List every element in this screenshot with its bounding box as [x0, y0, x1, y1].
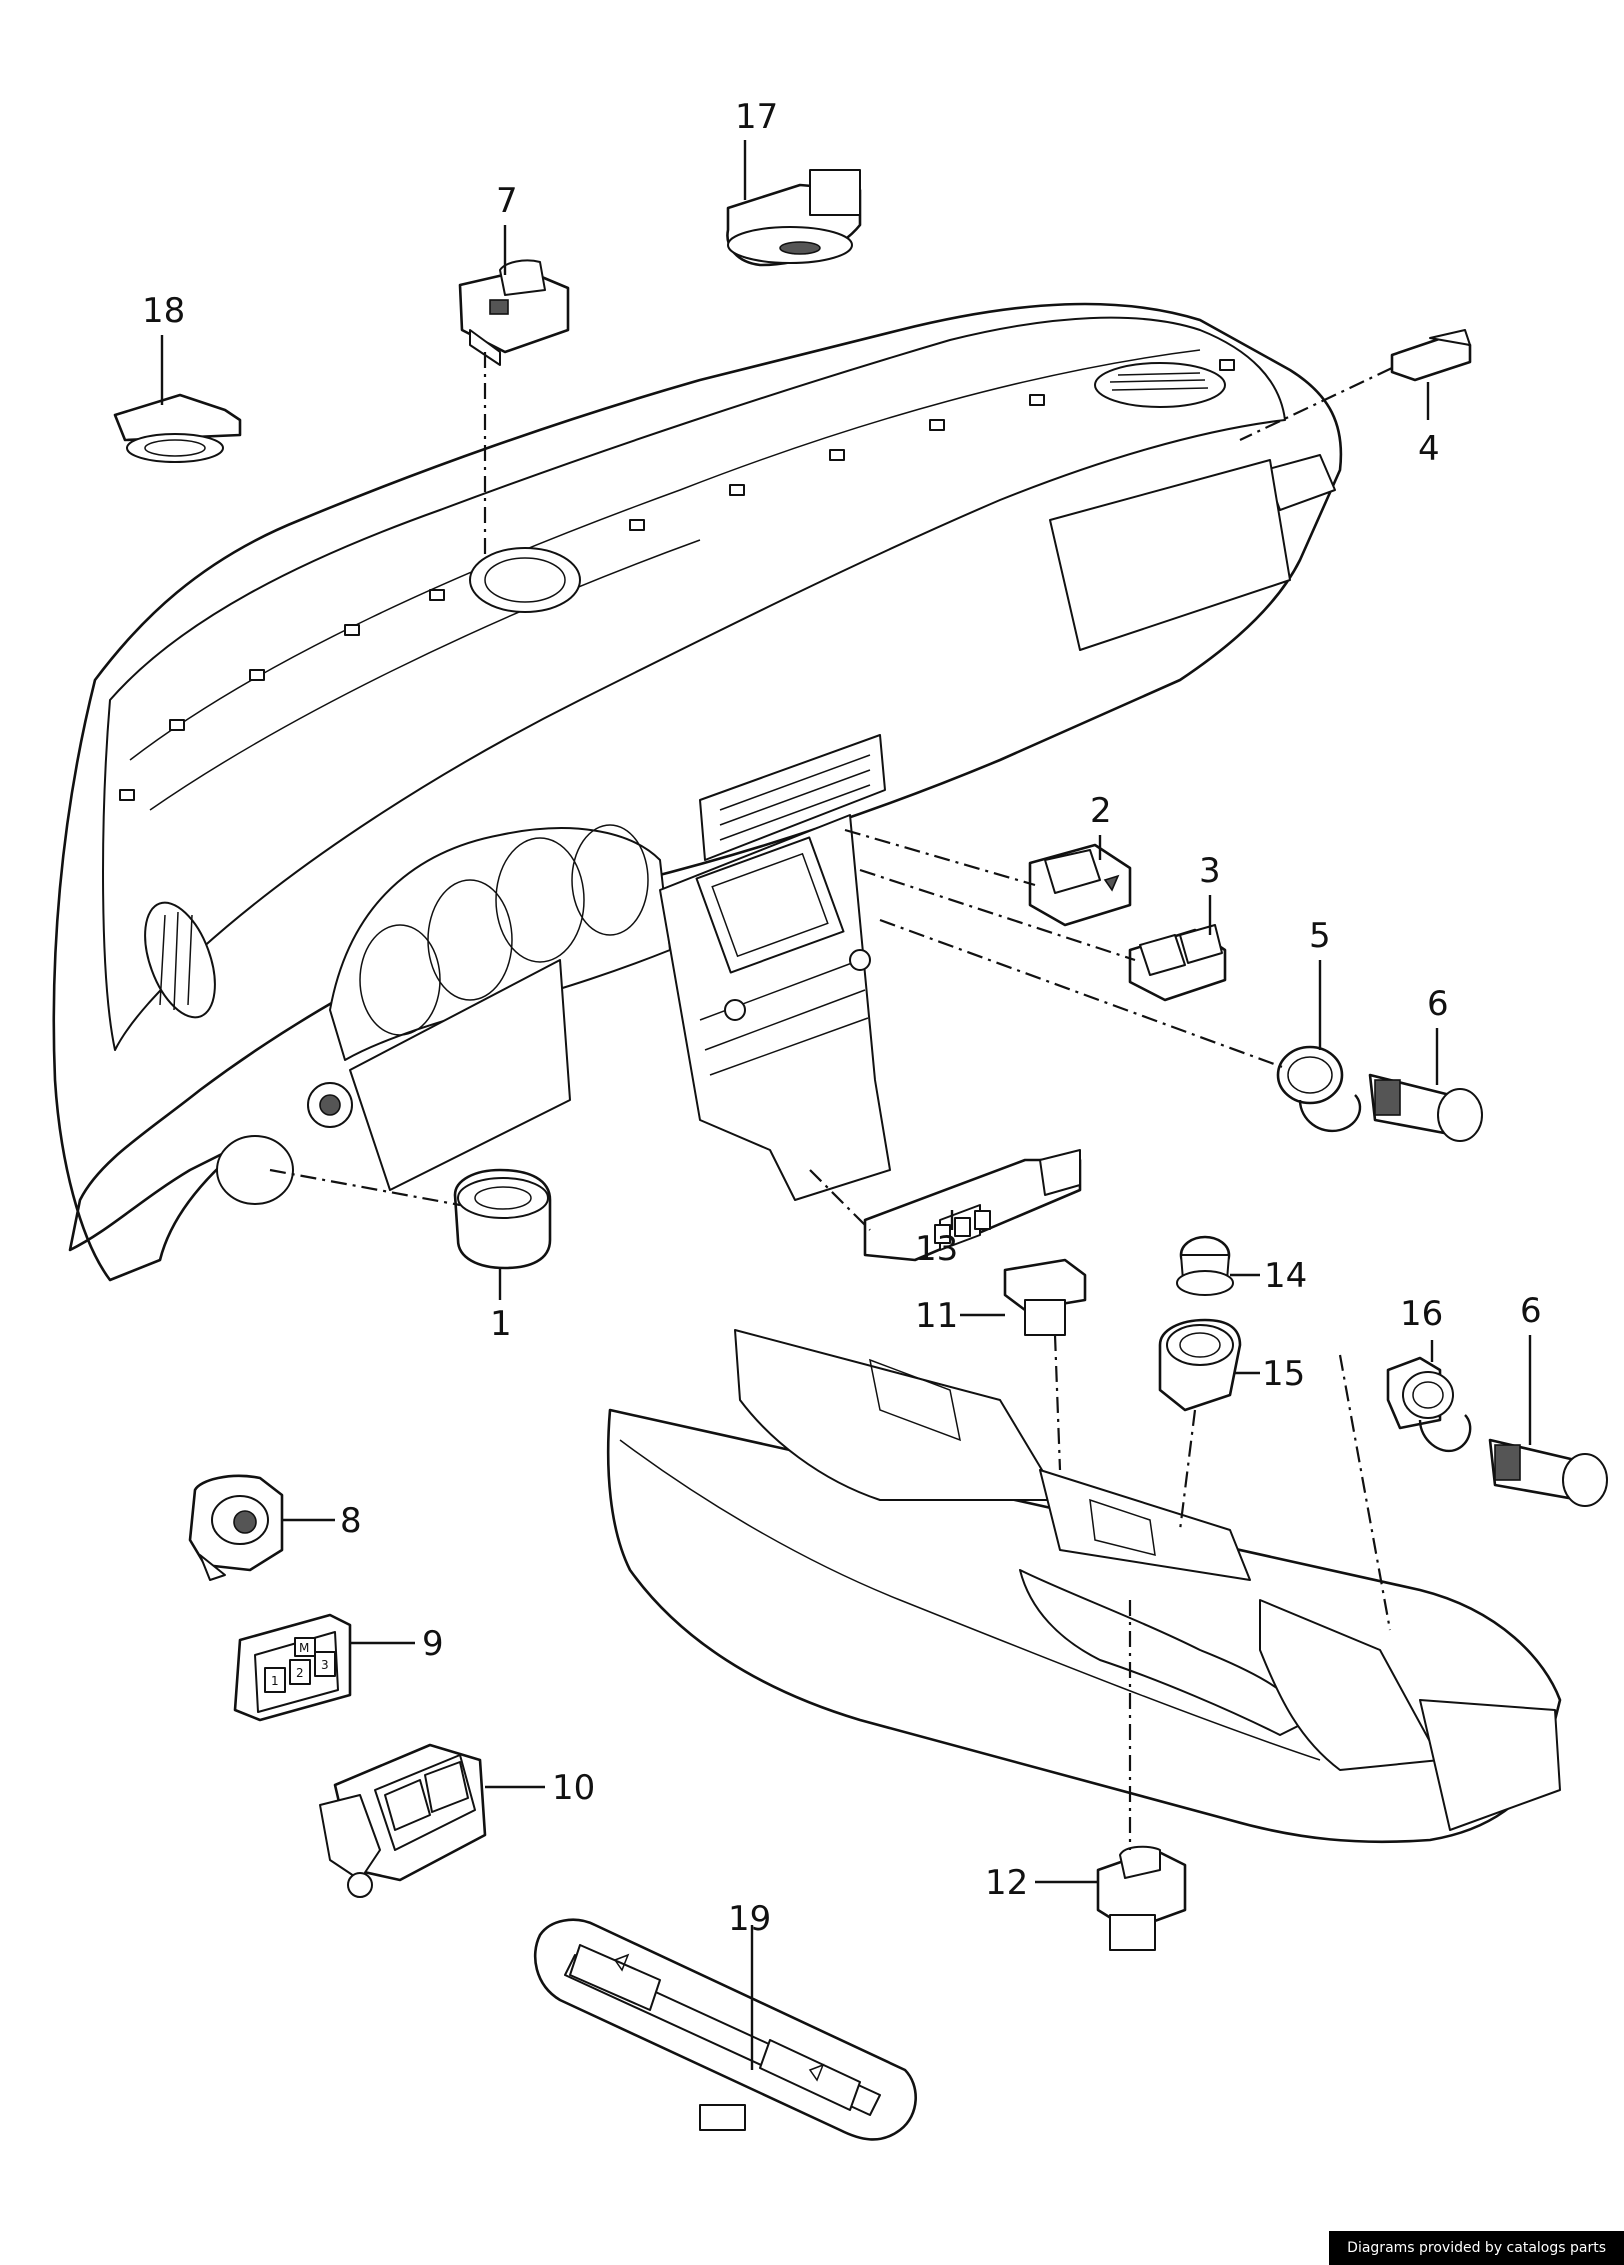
label-part-10: 10 — [552, 1768, 595, 1808]
part-8-mirror-switch — [188, 1474, 284, 1581]
label-part-6a: 6 — [1427, 984, 1449, 1024]
label-part-8: 8 — [340, 1501, 362, 1541]
label-part-5: 5 — [1309, 916, 1331, 956]
label-part-3: 3 — [1199, 851, 1221, 891]
label-part-4: 4 — [1418, 429, 1440, 469]
part-6a-lighter — [1368, 1073, 1483, 1142]
center-console — [606, 1329, 1562, 1844]
dashboard-assembly — [52, 302, 1343, 1282]
label-part-12: 12 — [985, 1863, 1028, 1903]
label-part-6b: 6 — [1520, 1291, 1542, 1331]
part-11-switch — [1003, 1258, 1087, 1336]
part-16-socket — [1386, 1356, 1472, 1453]
left-air-vent — [144, 901, 216, 1019]
label-part-17: 17 — [735, 97, 778, 137]
label-part-15: 15 — [1262, 1354, 1305, 1394]
label-part-2: 2 — [1090, 791, 1112, 831]
preset-1-label: 1 — [271, 1674, 279, 1688]
glove-box — [1049, 459, 1291, 651]
center-stack — [659, 814, 891, 1201]
label-part-9: 9 — [422, 1624, 444, 1664]
part-3-switch — [1128, 924, 1227, 1002]
part-9-memory-switch: M 1 2 3 — [233, 1613, 352, 1722]
part-14-switch — [1176, 1235, 1234, 1296]
part-15-socket-holder — [1158, 1318, 1242, 1412]
label-part-7: 7 — [496, 181, 518, 221]
label-part-18: 18 — [142, 291, 185, 331]
part-6b-lighter — [1488, 1438, 1608, 1507]
part-10-window-switch — [319, 1743, 487, 1898]
part-18-speaker — [113, 393, 242, 463]
part-1-knob — [453, 1168, 552, 1270]
part-12-switch — [1096, 1845, 1187, 1951]
label-part-16: 16 — [1400, 1294, 1443, 1334]
reference-lines — [160, 140, 1532, 2070]
label-part-13: 13 — [915, 1229, 958, 1269]
part-2-hazard-switch — [1028, 843, 1132, 927]
label-part-11: 11 — [915, 1296, 958, 1336]
part-4-switch — [1390, 329, 1472, 382]
label-part-1: 1 — [490, 1304, 512, 1344]
part-13-switch-panel — [863, 1149, 1082, 1262]
part-5-socket-bezel — [1276, 1045, 1362, 1133]
preset-3-label: 3 — [321, 1658, 329, 1672]
light-switch-bezel — [216, 1135, 294, 1205]
part-7-switch — [458, 259, 570, 366]
steering-column-opening — [349, 959, 571, 1191]
part-17-speaker — [726, 169, 862, 267]
label-part-19: 19 — [728, 1899, 771, 1939]
credit-banner: Diagrams provided by catalogs parts — [1329, 2231, 1624, 2265]
part-number-labels: 17 7 18 4 2 3 5 6 1 13 14 11 16 6 15 8 9… — [142, 97, 1542, 1939]
preset-2-label: 2 — [296, 1666, 304, 1680]
right-air-vent — [1094, 362, 1226, 408]
part-19-switch-panel — [533, 1918, 917, 2141]
label-part-14: 14 — [1264, 1256, 1307, 1296]
memory-key-label: M — [299, 1641, 309, 1655]
